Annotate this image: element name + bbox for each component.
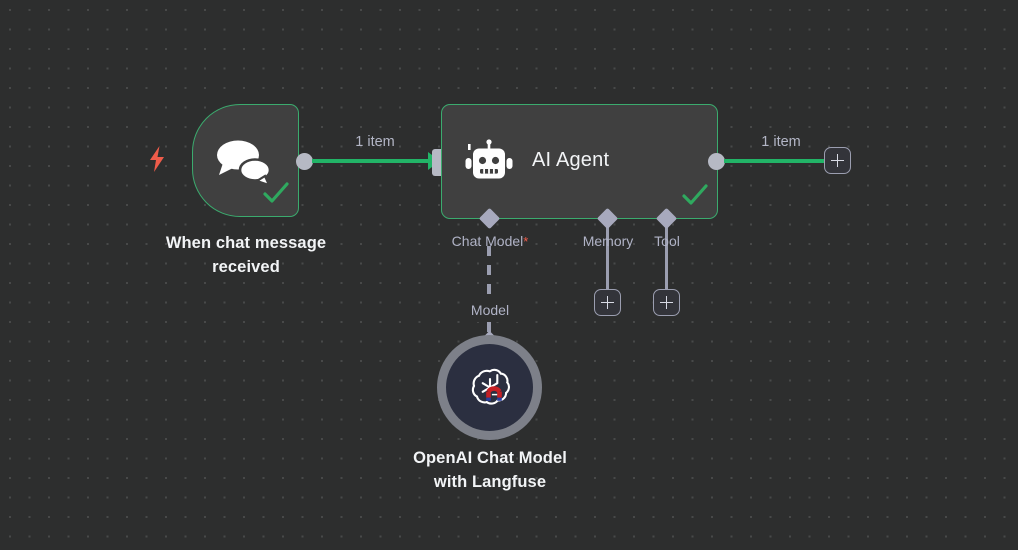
chat-bubbles-icon	[213, 137, 277, 187]
openai-label-line2: with Langfuse	[433, 473, 547, 491]
openai-logo-icon	[470, 367, 510, 408]
sub-port-label-chat-model-text: Chat Model	[451, 233, 524, 249]
node-openai-chat-model[interactable]	[437, 335, 542, 440]
label-backdrop	[460, 298, 520, 322]
required-asterisk-icon: *	[523, 234, 529, 249]
trigger-output-port[interactable]	[296, 153, 313, 170]
status-check-icon	[680, 181, 710, 209]
node-body	[446, 344, 533, 431]
sub-port-label-chat-model: Chat Model*	[410, 233, 570, 249]
add-node-button-main[interactable]	[824, 147, 851, 174]
trigger-label-line1: When chat message	[165, 234, 327, 252]
add-node-button-tool[interactable]	[653, 289, 680, 316]
sub-connection-memory[interactable]	[606, 226, 609, 290]
status-check-icon	[261, 179, 291, 207]
connection-agent-to-add[interactable]	[724, 159, 824, 163]
node-label-trigger: When chat message received	[132, 231, 360, 279]
node-when-chat-message-received[interactable]	[192, 104, 299, 217]
lightning-bolt-icon	[147, 146, 167, 172]
connection-label-items-2: 1 item	[761, 134, 801, 150]
node-ai-agent[interactable]: AI Agent	[441, 104, 718, 219]
node-label-openai-chat-model: OpenAI Chat Model with Langfuse	[380, 446, 600, 494]
robot-icon	[464, 138, 514, 188]
openai-label-line1: OpenAI Chat Model	[413, 449, 567, 467]
connection-label-items-1: 1 item	[355, 134, 395, 150]
connection-trigger-to-agent[interactable]	[312, 159, 430, 163]
node-title-ai-agent: AI Agent	[532, 149, 610, 171]
add-node-button-memory[interactable]	[594, 289, 621, 316]
sub-connection-tool[interactable]	[665, 226, 668, 290]
sub-port-label-memory: Memory	[582, 233, 634, 249]
trigger-label-line2: received	[212, 258, 280, 276]
agent-output-port[interactable]	[708, 153, 725, 170]
magnet-icon	[486, 386, 502, 401]
sub-connection-chat-model[interactable]	[487, 246, 491, 342]
sub-connection-label-model: Model	[470, 302, 510, 318]
sub-port-label-tool: Tool	[654, 233, 680, 249]
